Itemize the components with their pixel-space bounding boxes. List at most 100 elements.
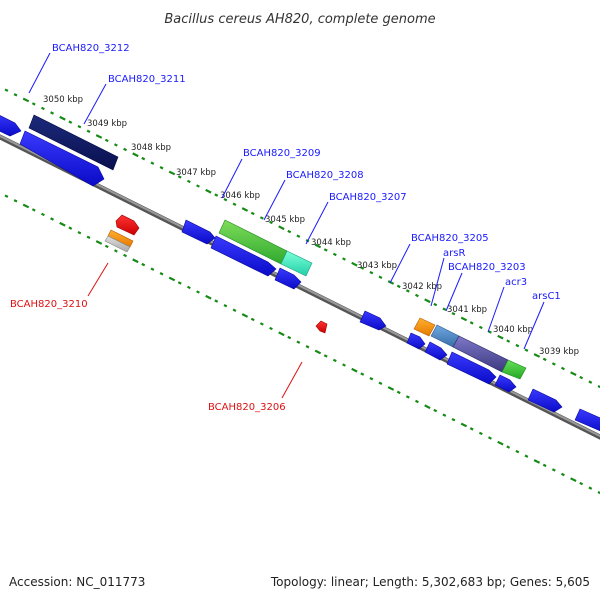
- scale-dot: [378, 381, 383, 385]
- gene-arrow[interactable]: [181, 219, 216, 245]
- scale-dot: [150, 161, 155, 165]
- scale-dot: [332, 358, 337, 363]
- gene-arrow[interactable]: [19, 130, 105, 187]
- scale-dot: [68, 226, 73, 230]
- gene-arrow[interactable]: [210, 235, 277, 277]
- scale-dot: [451, 418, 456, 422]
- scale-dot: [168, 276, 176, 282]
- gene-arrow-bcah820-3208[interactable]: [280, 250, 313, 277]
- scale-dot: [405, 289, 410, 293]
- scale-dot: [478, 325, 483, 330]
- scale-dot: [524, 348, 529, 352]
- scale-dot: [4, 194, 9, 198]
- scale-dot: [86, 235, 91, 239]
- gene-arrow-bcah820-3211[interactable]: [28, 114, 119, 171]
- scale-dot: [506, 445, 511, 449]
- scale-dot: [314, 349, 322, 355]
- gene-arrow-bcah820-3206[interactable]: [315, 320, 328, 334]
- tick-label: 3046 kbp: [220, 191, 260, 201]
- scale-dot: [186, 179, 191, 184]
- scale-dot: [533, 459, 541, 464]
- gene-label[interactable]: BCAH820_3205: [411, 233, 489, 244]
- scale-dot: [469, 321, 474, 325]
- scale-dot: [269, 326, 273, 331]
- scale-dot: [387, 280, 395, 285]
- gene-label[interactable]: BCAH820_3203: [448, 262, 526, 273]
- scale-dot: [223, 198, 228, 202]
- scale-dot: [95, 134, 103, 139]
- scale-dot: [77, 125, 82, 129]
- scale-dot: [460, 316, 468, 322]
- gene-arrow[interactable]: [574, 408, 600, 433]
- scale-dot: [159, 166, 164, 170]
- scale-dot: [524, 454, 529, 458]
- scale-dot: [369, 377, 374, 381]
- scale-dot: [250, 317, 255, 322]
- scale-dot: [351, 367, 358, 373]
- gene-label[interactable]: BCAH820_3209: [243, 148, 321, 159]
- scale-dot: [469, 427, 474, 431]
- gene-arrow[interactable]: [446, 351, 497, 385]
- scale-dot: [597, 491, 600, 495]
- scale-dot: [597, 385, 600, 389]
- scale-dot: [478, 431, 483, 436]
- label-leaders: [28, 52, 545, 399]
- gene-label[interactable]: BCAH820_3211: [108, 74, 186, 85]
- gene-label[interactable]: arsC1: [532, 291, 561, 302]
- scale-dot: [113, 249, 118, 253]
- scale-lines: [4, 88, 600, 495]
- gene-arrow[interactable]: [424, 341, 448, 361]
- gene-label[interactable]: BCAH820_3212: [52, 43, 130, 54]
- gene-arrow[interactable]: [527, 388, 563, 413]
- scale-dot: [68, 120, 73, 124]
- gene-arrow-arsc1[interactable]: [501, 359, 527, 380]
- scale-dot: [132, 258, 139, 264]
- scale-dot: [415, 399, 419, 404]
- accession-text: Accession: NC_011773: [9, 575, 145, 589]
- scale-dot: [342, 363, 346, 367]
- gene-arrow[interactable]: [115, 214, 140, 236]
- tick-label: 3047 kbp: [176, 168, 216, 178]
- scale-dot: [442, 307, 447, 311]
- tick-label: 3039 kbp: [539, 347, 579, 357]
- scale-dot: [40, 212, 45, 217]
- gene-arrow[interactable]: [104, 235, 131, 253]
- gene-label[interactable]: BCAH820_3210: [10, 299, 88, 310]
- scale-dot: [214, 193, 219, 197]
- scale-dot: [50, 111, 54, 115]
- scale-dot: [488, 436, 492, 440]
- gene-label[interactable]: BCAH820_3207: [329, 192, 407, 203]
- scale-dot: [123, 147, 127, 152]
- gene-arrow[interactable]: [406, 332, 426, 350]
- scale-dot: [323, 248, 328, 252]
- scale-dot: [497, 334, 504, 340]
- scale-dot: [40, 106, 45, 111]
- gene-label[interactable]: BCAH820_3206: [208, 402, 286, 413]
- gene-arrow[interactable]: [0, 113, 22, 137]
- scale-dot: [77, 231, 82, 235]
- scale-dot: [433, 302, 438, 307]
- gene-label[interactable]: arsR: [443, 248, 465, 259]
- scale-tick-labels: 3050 kbp 3049 kbp 3048 kbp 3047 kbp 3046…: [43, 95, 579, 357]
- gene-label[interactable]: acr3: [505, 277, 527, 288]
- gene-arrow-arsr[interactable]: [413, 317, 436, 337]
- scale-dot: [232, 202, 237, 206]
- tick-label: 3050 kbp: [43, 95, 83, 105]
- scale-dot: [95, 240, 103, 245]
- scale-dot: [177, 281, 182, 285]
- gene-arrow-bcah820-3205[interactable]: [359, 310, 387, 331]
- scale-dot: [214, 299, 219, 303]
- tick-label: 3048 kbp: [131, 143, 171, 153]
- scale-dot: [396, 390, 401, 395]
- gene-arrow[interactable]: [494, 374, 517, 393]
- gene-label[interactable]: BCAH820_3208: [286, 170, 364, 181]
- gene-arrow[interactable]: [274, 267, 302, 290]
- tick-label: 3043 kbp: [357, 261, 397, 271]
- scale-dot: [387, 386, 395, 391]
- map-title: Bacillus cereus AH820, complete genome: [164, 12, 435, 27]
- scale-dot: [205, 188, 212, 194]
- scale-dot: [287, 335, 292, 340]
- reverse-genes: [104, 214, 328, 334]
- tick-label: 3049 kbp: [87, 119, 127, 129]
- summary-text: Topology: linear; Length: 5,302,683 bp; …: [270, 575, 590, 589]
